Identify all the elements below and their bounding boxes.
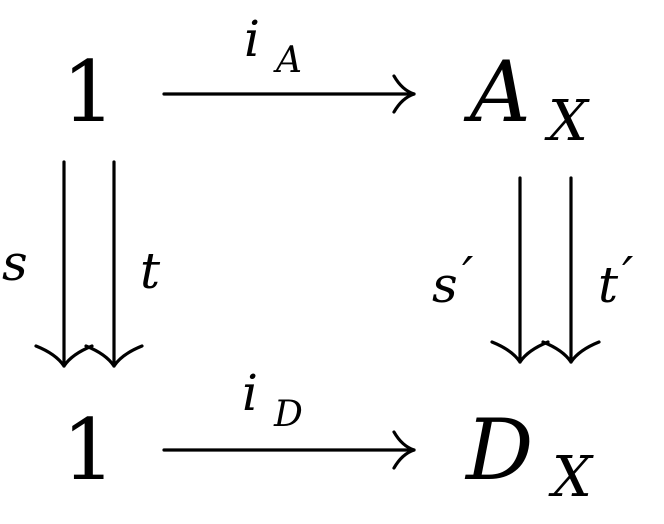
- object-bottom-left: 1: [62, 401, 115, 499]
- object-bottom-right: D X: [464, 401, 594, 510]
- arrow-bottom-label-main: i: [242, 364, 258, 422]
- arrow-top: i A: [162, 10, 416, 114]
- object-top-right-subscript: X: [544, 89, 590, 154]
- arrow-right-first: s ′: [432, 176, 550, 364]
- arrow-top-head: [392, 74, 416, 114]
- object-bottom-right-subscript: X: [548, 445, 594, 510]
- arrow-left-second-label: t: [140, 242, 161, 300]
- arrow-left-first: s: [2, 160, 94, 368]
- object-top-right-main: A: [463, 43, 531, 141]
- arrow-bottom-head: [392, 430, 416, 470]
- arrow-left-first-label: s: [2, 234, 28, 292]
- arrow-left-second: t: [84, 160, 161, 368]
- arrow-bottom-label: i D: [242, 364, 303, 435]
- object-top-left: 1: [62, 43, 115, 141]
- arrow-left-second-head: [84, 344, 144, 368]
- arrow-left-first-head: [34, 344, 94, 368]
- arrow-bottom: i D: [162, 364, 416, 470]
- arrow-right-second-head: [541, 340, 601, 364]
- arrow-right-second-label: t ′: [598, 246, 634, 314]
- object-top-right: A X: [463, 43, 590, 154]
- arrow-right-first-label-prime: ′: [462, 246, 474, 304]
- object-bottom-right-main: D: [464, 401, 533, 499]
- arrow-right-first-label: s ′: [432, 246, 474, 314]
- arrow-right-first-label-main: s: [432, 256, 458, 314]
- arrow-right-second-label-main: t: [598, 256, 619, 314]
- arrow-top-label-subscript: A: [273, 40, 302, 81]
- arrow-right-first-head: [490, 340, 550, 364]
- arrow-top-label-main: i: [244, 10, 260, 68]
- arrow-right-second: t ′: [541, 176, 634, 364]
- arrow-right-second-label-prime: ′: [622, 246, 634, 304]
- arrow-bottom-label-subscript: D: [273, 394, 303, 435]
- arrow-top-label: i A: [244, 10, 302, 81]
